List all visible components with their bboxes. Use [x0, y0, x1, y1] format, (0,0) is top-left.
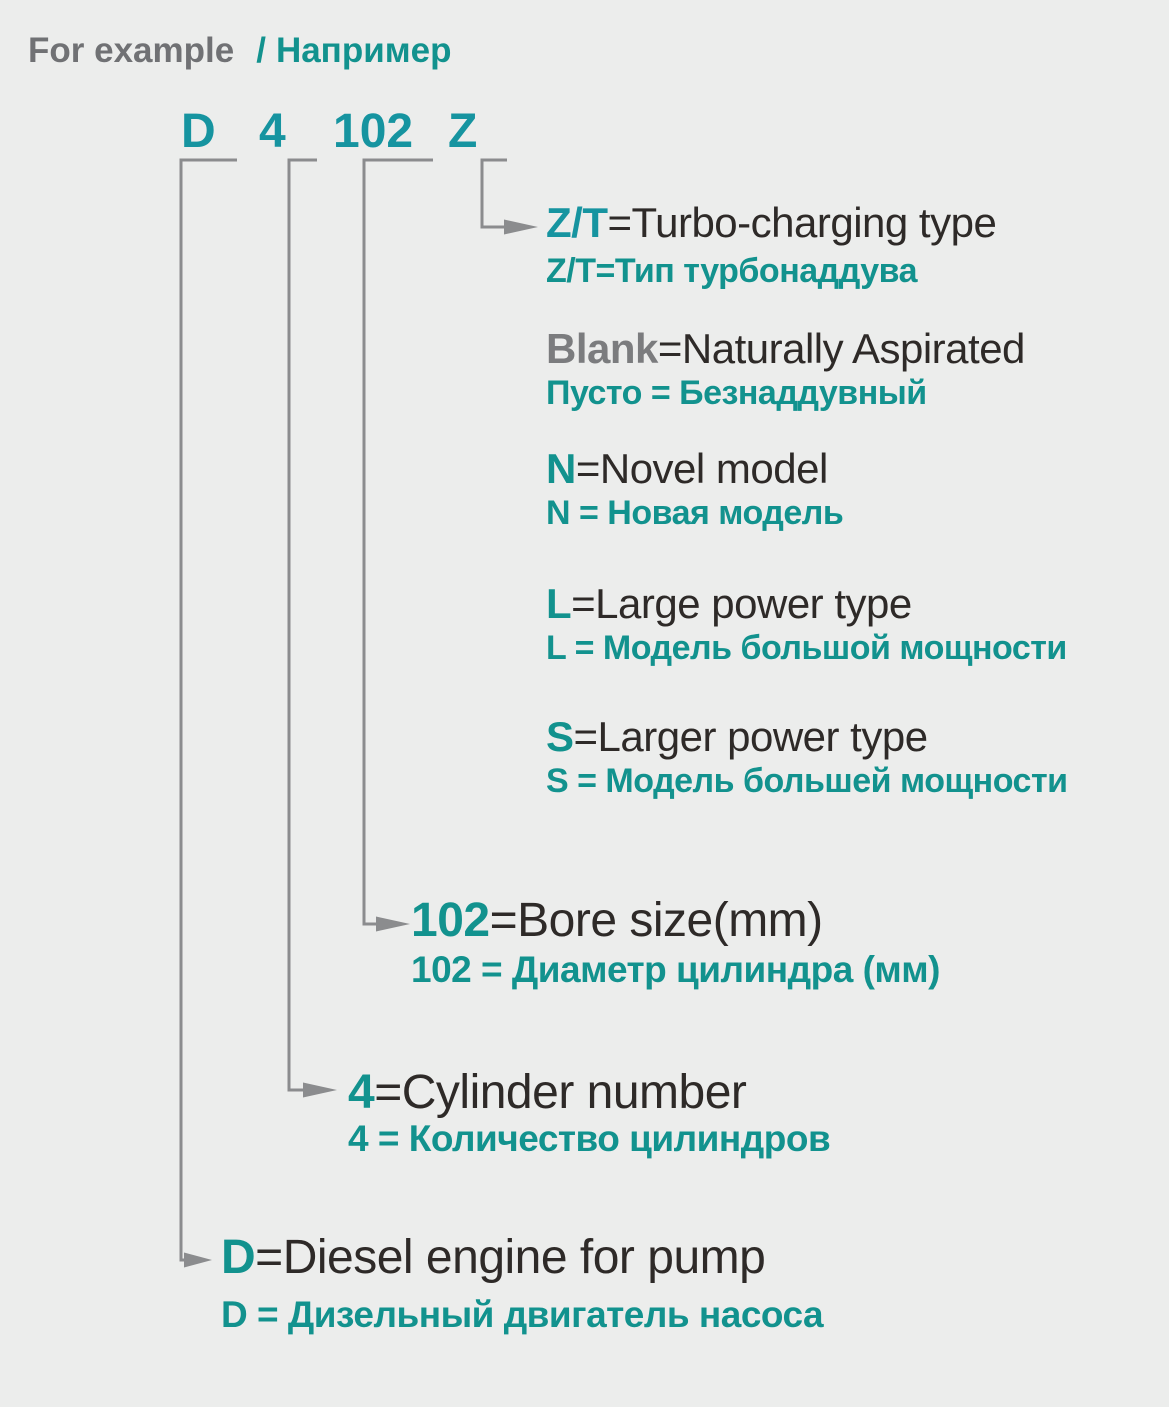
arrow-right-icon: [303, 1082, 337, 1098]
entry-large-english: L=Large power type: [546, 583, 912, 625]
connector-d: [179, 158, 237, 1262]
code-number-102: 102: [333, 105, 414, 158]
entry-novel-key: N: [546, 445, 576, 492]
code-digit-4: 4: [259, 105, 286, 158]
entry-blank-russian: Пусто = Безнаддувный: [546, 374, 927, 412]
title-russian: Например: [275, 31, 452, 70]
arrow-right-icon: [376, 916, 410, 932]
entry-novel-english: N=Novel model: [546, 448, 828, 490]
entry-diesel-russian: D = Дизельный двигатель насоса: [221, 1294, 824, 1335]
entry-diesel-key: D: [221, 1231, 256, 1284]
connector-4: [287, 158, 317, 1092]
code-letter-d: D: [181, 105, 216, 158]
entry-large-russian: L = Модель большой мощности: [546, 629, 1067, 667]
entry-cylinder-key: 4: [348, 1066, 375, 1119]
arrow-right-icon: [184, 1252, 212, 1268]
entry-larger-text: =Larger power type: [573, 713, 929, 760]
entry-bore-key: 102: [411, 894, 490, 947]
title-separator: /: [256, 31, 266, 70]
entry-large-key: L: [546, 580, 572, 627]
entry-larger-english: S=Larger power type: [546, 716, 928, 758]
entry-turbo-text: =Turbo-charging type: [607, 199, 997, 246]
entry-larger-russian: S = Модель большей мощности: [546, 762, 1068, 800]
entry-diesel-english: D=Diesel engine for pump: [221, 1231, 766, 1284]
entry-novel-text: =Novel model: [575, 445, 828, 492]
entry-cylinder-russian: 4 = Количество цилиндров: [348, 1118, 831, 1159]
entry-cylinder-english: 4=Cylinder number: [348, 1066, 747, 1119]
entry-blank-english: Blank=Naturally Aspirated: [546, 328, 1025, 370]
arrow-right-icon: [504, 219, 538, 235]
code-letter-z: Z: [448, 105, 478, 158]
connector-102: [362, 158, 433, 926]
page-title: For example /Например: [28, 33, 451, 68]
entry-turbo-russian: Z/T=Тип турбонаддува: [546, 252, 918, 290]
title-english: For example: [28, 31, 235, 70]
entry-novel-russian: N = Новая модель: [546, 494, 844, 532]
connector-z: [480, 158, 507, 229]
entry-diesel-text: =Diesel engine for pump: [255, 1231, 766, 1284]
entry-blank-key: Blank: [546, 325, 658, 372]
entry-large-text: =Large power type: [571, 580, 912, 627]
entry-cylinder-text: =Cylinder number: [374, 1066, 747, 1119]
entry-bore-russian: 102 = Диаметр цилиндра (мм): [411, 949, 940, 990]
entry-blank-text: =Naturally Aspirated: [657, 325, 1026, 372]
entry-turbo-key: Z/T: [546, 199, 608, 246]
entry-bore-english: 102=Bore size(mm): [411, 897, 823, 945]
entry-larger-key: S: [546, 713, 574, 760]
entry-turbo-english: Z/T=Turbo-charging type: [546, 199, 997, 246]
entry-bore-text: =Bore size(mm): [489, 894, 824, 947]
